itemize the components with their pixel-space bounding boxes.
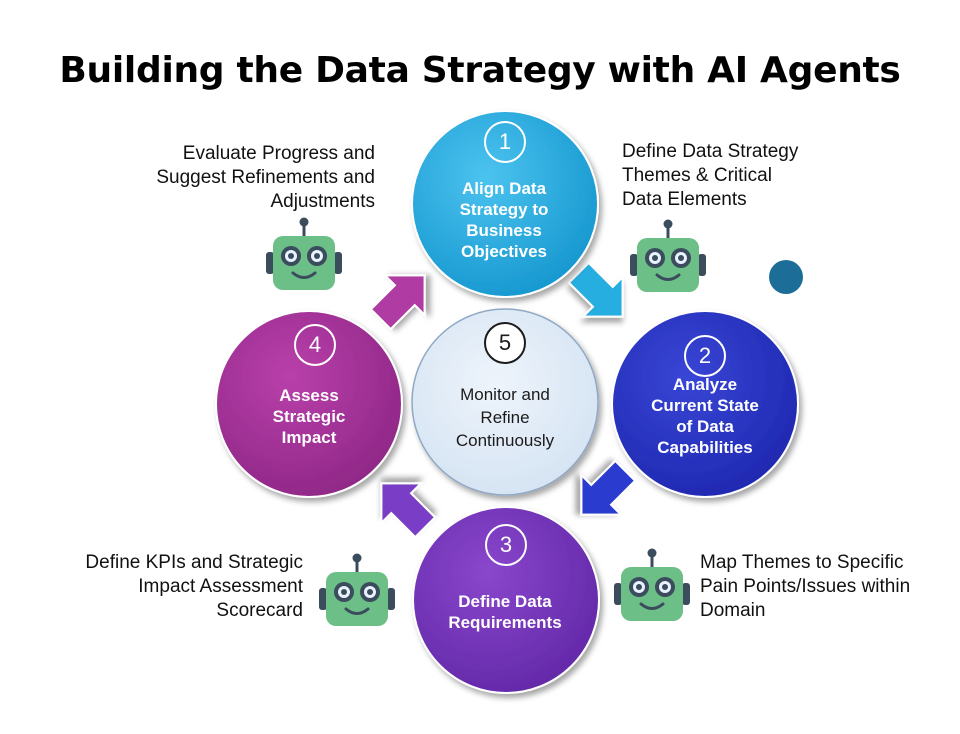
arrow-1-to-2 bbox=[567, 261, 624, 318]
arrow-4-to-1 bbox=[369, 274, 426, 331]
diagram-title: Building the Data Strategy with AI Agent… bbox=[59, 50, 901, 91]
robot-icon-bottom-left bbox=[317, 552, 397, 628]
step-1-label: Align Data Strategy to Business Objectiv… bbox=[459, 179, 549, 261]
robot-icon-top-left bbox=[264, 216, 344, 292]
agent-2-description: Map Themes to Specific Pain Points/Issue… bbox=[700, 552, 911, 621]
robot-icon-bottom-right bbox=[612, 547, 692, 623]
step-5-number: 5 bbox=[484, 322, 526, 364]
step-4-number: 4 bbox=[294, 324, 336, 366]
agent-3-description: Define KPIs and Strategic Impact Assessm… bbox=[85, 552, 303, 621]
arrow-2-to-3 bbox=[580, 459, 637, 516]
step-4-circle bbox=[215, 310, 403, 498]
agent-1-description: Define Data Strategy Themes & Critical D… bbox=[622, 141, 799, 210]
step-1-circle bbox=[411, 110, 599, 298]
step-2-label: Analyze Current State of Data Capabiliti… bbox=[651, 375, 759, 457]
accent-dot bbox=[769, 260, 803, 294]
step-1-number: 1 bbox=[484, 121, 526, 163]
robot-icon-top-right bbox=[628, 218, 708, 294]
arrow-3-to-4 bbox=[380, 482, 437, 539]
step-3-circle bbox=[412, 506, 600, 694]
step-3-label: Define Data Requirements bbox=[448, 592, 562, 632]
agent-4-description: Evaluate Progress and Suggest Refinement… bbox=[156, 143, 375, 212]
step-3-number: 3 bbox=[485, 524, 527, 566]
step-2-number: 2 bbox=[684, 335, 726, 377]
step-5-label: Monitor and Refine Continuously bbox=[455, 385, 555, 450]
step-5-circle bbox=[411, 308, 599, 496]
step-4-label: Assess Strategic Impact bbox=[272, 386, 346, 447]
step-2-circle bbox=[611, 310, 799, 498]
